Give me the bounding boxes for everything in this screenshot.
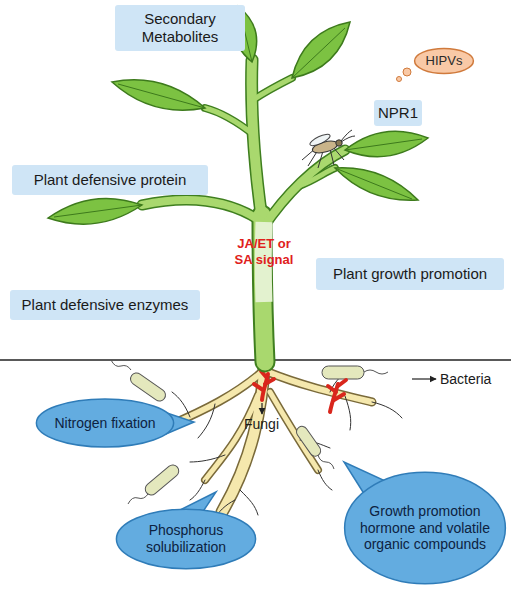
leaf-vein: [335, 168, 412, 199]
node-text: Plant growth promotion: [333, 265, 487, 283]
callout-bubble: Growth promotion hormone and volatile or…: [343, 470, 507, 586]
process-box: Plant defensive protein: [12, 165, 208, 195]
root: [345, 396, 351, 430]
ellipse-outline: [345, 472, 506, 583]
leaf: [292, 22, 350, 78]
process-box: Plant defensive enzymes: [10, 290, 200, 320]
root: [170, 358, 372, 512]
ellipse-outline: [36, 399, 173, 447]
plant-stem: [252, 60, 262, 220]
leaf: [112, 80, 205, 110]
leaf: [345, 131, 428, 157]
plant-stem: [205, 108, 254, 135]
plant-stem: [142, 200, 262, 222]
ellipse-outline: [116, 509, 255, 569]
bacterium: [143, 463, 181, 498]
root: [222, 358, 265, 512]
bacterium: [364, 370, 388, 374]
plant-stem: [299, 168, 335, 186]
root: [198, 404, 215, 438]
signal-label: JA/ET or SA signal: [230, 236, 298, 267]
organism-label: Bacteria: [440, 371, 510, 388]
node-text: Nitrogen fixation: [54, 415, 155, 432]
bacterium: [111, 360, 131, 370]
node-text: Phosphorus solubilization: [127, 522, 245, 556]
bacterium: [128, 371, 168, 404]
fungus: [254, 384, 263, 390]
leader-arrow: [412, 378, 436, 379]
insect: [341, 130, 355, 142]
thought-bubble: [397, 68, 412, 82]
fungus: [254, 371, 346, 412]
fungus: [338, 380, 346, 386]
thought-bubble: [403, 68, 411, 76]
fungus: [328, 386, 336, 392]
root: [190, 480, 205, 500]
plant-stem: [142, 200, 262, 222]
leaf-vein: [54, 205, 142, 217]
fungus: [334, 394, 344, 400]
leader-arrow: [261, 403, 262, 414]
ellipse-outline: [415, 49, 474, 74]
process-box: Secondary Metabolites: [115, 5, 245, 51]
bacterium: [128, 494, 148, 504]
bacterium: [294, 424, 323, 458]
insect: [309, 132, 332, 148]
plant-stem: [253, 78, 292, 100]
root: [318, 470, 332, 490]
leaf-vein: [292, 28, 345, 78]
leaf-vein: [345, 139, 422, 150]
plant-stem: [205, 108, 254, 135]
callout-bubble: Nitrogen fixation: [35, 398, 175, 448]
plant-stem: [252, 60, 262, 220]
volatile-ellipse: HIPVs: [414, 48, 474, 74]
process-box: Plant growth promotion: [316, 258, 504, 290]
node-text: Plant defensive enzymes: [22, 296, 189, 314]
bacterium: [318, 455, 334, 469]
root: [170, 358, 372, 512]
node-text: Secondary Metabolites: [119, 10, 241, 46]
leaf-vein: [118, 84, 205, 108]
leaf: [335, 168, 418, 200]
root: [172, 392, 190, 417]
node-text: NPR1: [378, 104, 418, 122]
root: [205, 395, 258, 480]
leaf: [48, 198, 142, 224]
insect: [302, 130, 355, 168]
callout-bubble: Phosphorus solubilization: [115, 508, 257, 570]
plant-stem: [253, 78, 292, 100]
process-box: NPR1: [374, 100, 422, 126]
root: [372, 402, 402, 418]
bacterium: [322, 366, 364, 379]
node-text: Plant defensive protein: [34, 171, 187, 189]
root: [190, 455, 225, 462]
thought-bubble: [397, 77, 402, 82]
node-text: HIPVs: [426, 53, 463, 69]
node-text: Growth promotion hormone and volatile or…: [355, 503, 495, 553]
root: [240, 490, 258, 515]
organism-label: Fungi: [244, 416, 294, 433]
